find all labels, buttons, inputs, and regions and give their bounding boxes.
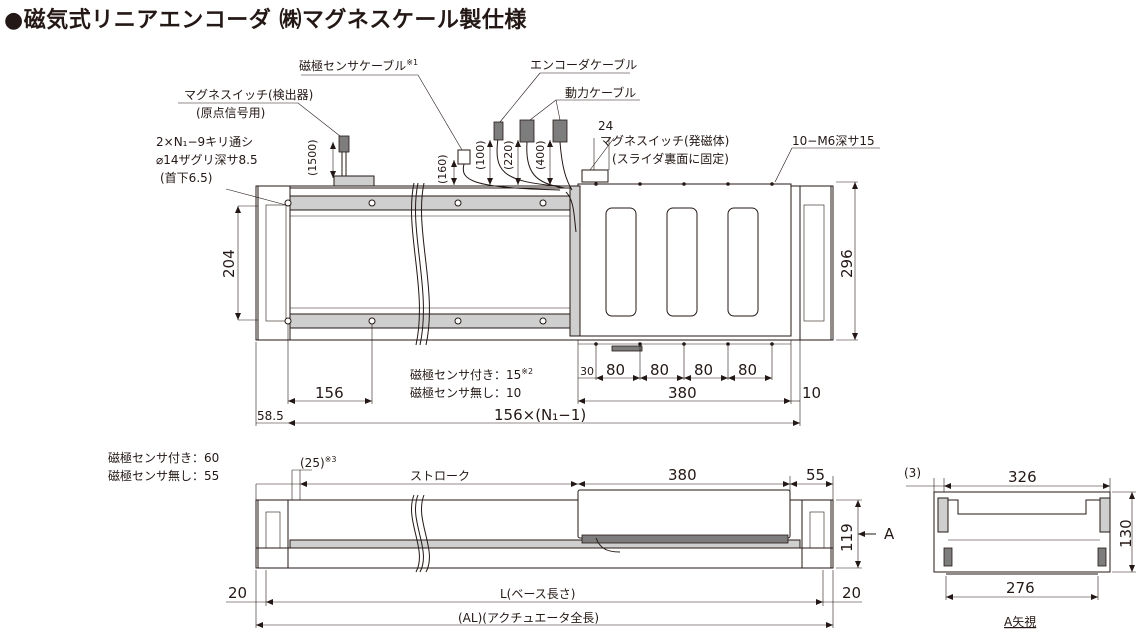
label-stroke: ストローク xyxy=(410,469,470,483)
dim-58-5: 58.5 xyxy=(257,409,284,423)
side-rail xyxy=(289,539,801,549)
dim-326: 326 xyxy=(1008,468,1037,486)
dim-55: 55 xyxy=(806,466,825,484)
mag-switch-detector xyxy=(333,175,375,187)
side-slider xyxy=(577,489,791,539)
dim-156: 156 xyxy=(315,384,344,402)
label-sensor-cable: 磁極センサケーブル※1 xyxy=(299,58,418,73)
mag-switch-magnet xyxy=(581,169,609,183)
dim-130: 130 xyxy=(1117,519,1135,548)
dim-30: 30 xyxy=(580,365,594,378)
top-view xyxy=(178,72,880,426)
view-a-dimensions xyxy=(906,478,1136,600)
label-hole-spec-3: (首下6.5) xyxy=(160,171,212,185)
dim-296: 296 xyxy=(838,249,856,278)
label-base-length: L(ベース長さ) xyxy=(500,587,575,601)
dim-80-b: 80 xyxy=(650,361,669,379)
dim-380-top: 380 xyxy=(668,384,697,402)
label-power-cable: 動力ケーブル xyxy=(565,85,636,100)
dim-119: 119 xyxy=(838,523,856,552)
slider-tapped-holes xyxy=(594,182,774,346)
label-mag-switch-magnet-1: マグネスイッチ(発磁体) xyxy=(600,133,729,148)
left-end-block xyxy=(257,185,291,341)
label-mag-switch-detector-1: マグネスイッチ(検出器) xyxy=(184,88,313,102)
label-sensor-without-side: 磁極センサ無し：55 xyxy=(108,468,219,483)
label-actuator-length: (AL)(アクチュエータ全長) xyxy=(458,610,599,625)
top-view-dimensions xyxy=(235,138,858,426)
slider-window-1 xyxy=(605,207,637,317)
dim-80-a: 80 xyxy=(606,361,625,379)
right-end-block xyxy=(799,185,832,341)
dim-cable-160: (160) xyxy=(436,154,449,184)
rail-mounting-holes xyxy=(284,199,547,325)
dim-20-right: 20 xyxy=(842,584,861,602)
dim-10: 10 xyxy=(802,384,821,402)
lower-rail xyxy=(289,313,581,329)
dim-80-d: 80 xyxy=(738,361,757,379)
slider-side-block xyxy=(569,185,581,337)
label-encoder-cable: エンコーダケーブル xyxy=(530,57,637,72)
label-mag-switch-magnet-2: (スライダ裏面に固定) xyxy=(612,151,729,166)
label-mag-switch-detector-2: (原点信号用) xyxy=(196,106,265,120)
dim-24: 24 xyxy=(598,119,613,133)
view-a-outline xyxy=(933,491,1111,573)
upper-rail xyxy=(289,195,581,211)
dim-cable-100: (100) xyxy=(474,140,487,170)
left-end-block-inner xyxy=(265,204,287,322)
dim-20-left: 20 xyxy=(228,584,247,602)
label-view-a: A矢視 xyxy=(1004,614,1036,629)
slider-window-3 xyxy=(727,207,759,317)
dim-80-c: 80 xyxy=(694,361,713,379)
label-arrow-a: A xyxy=(884,525,895,543)
view-a xyxy=(906,478,1136,600)
label-sensor-without-top: 磁極センサ無し：10 xyxy=(410,385,521,400)
label-tapped-holes: 10−M6深サ15 xyxy=(792,134,875,148)
dim-3: (3) xyxy=(904,466,921,480)
cables xyxy=(457,119,577,233)
dim-cable-400: (400) xyxy=(534,140,547,170)
page-title: ●磁気式リニアエンコーダ ㈱マグネスケール製仕様 xyxy=(4,8,527,33)
dim-380-side: 380 xyxy=(668,466,697,484)
label-hole-spec-2: ⌀14ザグリ深サ8.5 xyxy=(156,153,258,167)
dim-204: 204 xyxy=(220,249,238,278)
mag-switch-connector xyxy=(338,135,350,153)
dim-cable-220: (220) xyxy=(502,140,515,170)
dim-156n: 156×(N₁−1) xyxy=(494,406,586,424)
leader-lines xyxy=(178,72,880,206)
label-sensor-with-side: 磁極センサ付き：60 xyxy=(108,450,219,465)
dim-25: (25)※3 xyxy=(300,455,336,470)
side-view xyxy=(226,469,876,628)
dim-cable-1500: (1500) xyxy=(306,139,319,176)
right-end-block-inner xyxy=(803,204,825,322)
slider-window-2 xyxy=(666,207,698,317)
label-hole-spec-1: 2×N₁−9キリ通シ xyxy=(156,135,253,149)
dim-276: 276 xyxy=(1006,579,1035,597)
label-sensor-with-top: 磁極センサ付き：15※2 xyxy=(410,367,533,382)
side-view-dimensions xyxy=(226,469,862,628)
